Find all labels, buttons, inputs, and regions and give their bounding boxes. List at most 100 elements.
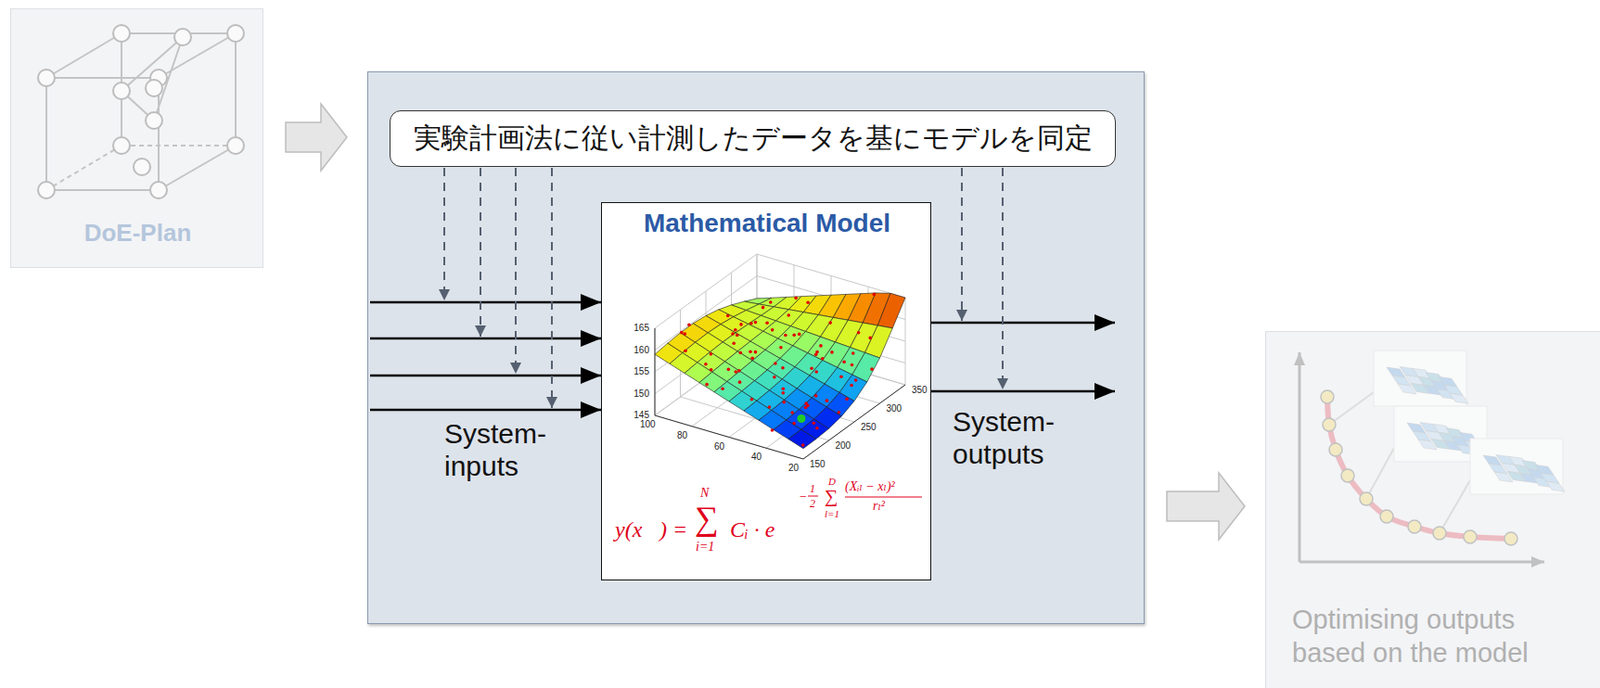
note-text: 実験計画法に従い計測したデータを基にモデルを同定 [413, 119, 1093, 158]
measurement-point [770, 428, 775, 433]
measurement-point [720, 386, 725, 391]
optimum-point [797, 414, 807, 423]
measurement-point [739, 322, 743, 327]
measurement-point [749, 321, 754, 326]
identification-arrow [960, 167, 963, 321]
note-box: 実験計画法に従い計測したデータを基にモデルを同定 [389, 110, 1116, 167]
measurement-point [792, 422, 796, 426]
measurement-point [790, 410, 794, 415]
measurement-point [754, 320, 758, 325]
measurement-point [750, 356, 755, 360]
measurement-point [683, 332, 688, 336]
sum-lower: l=1 [824, 509, 840, 520]
measurement-point [809, 366, 814, 371]
identification-arrow [479, 167, 482, 337]
design-point [38, 69, 55, 87]
measurement-point [704, 362, 708, 367]
measurement-point [814, 394, 819, 398]
pareto-point [1380, 510, 1394, 524]
measurement-point [812, 421, 817, 425]
measurement-point [851, 351, 856, 356]
measurement-point [748, 350, 753, 355]
surface-patch [788, 429, 817, 449]
measurement-point [737, 369, 742, 373]
fraction-den: 2 [809, 498, 816, 510]
measurement-point [792, 333, 796, 338]
x-tick: 20 [788, 463, 799, 474]
identification-arrow [1001, 167, 1004, 390]
fraction-bar [807, 496, 819, 498]
y-tick: 350 [911, 385, 928, 396]
measurement-point [765, 320, 769, 325]
measurement-point [868, 336, 872, 341]
measurement-point [804, 401, 808, 406]
design-point [174, 28, 192, 46]
z-tick: 160 [630, 345, 650, 356]
cube-edge [158, 145, 236, 191]
measurement-point [842, 360, 846, 365]
model-box: Mathematical Model1651601551501451008060… [601, 202, 932, 581]
design-point [113, 25, 130, 42]
pareto-point [1341, 469, 1355, 483]
grid-line [756, 254, 906, 298]
identification-panel: System- inputsSystem- outputs実験計画法に従い計測し… [367, 71, 1145, 625]
x-tick: 40 [751, 452, 762, 462]
measurement-point [849, 384, 854, 388]
measurement-point [797, 332, 802, 337]
identification-arrow [443, 167, 446, 301]
thumbnail-patch [1546, 481, 1565, 492]
identification-arrow [550, 167, 553, 409]
model-title: Mathematical Model [601, 208, 933, 239]
measurement-point [815, 426, 820, 431]
measurement-point [679, 331, 684, 335]
y-axis [1298, 352, 1302, 563]
measurement-point [781, 386, 786, 391]
measurement-point [806, 300, 810, 305]
pareto-point [1320, 390, 1334, 404]
design-point [227, 25, 244, 42]
cube-edge [46, 33, 122, 78]
pareto-point [1408, 520, 1421, 534]
measurement-point [733, 370, 738, 374]
measurement-point [828, 320, 832, 325]
measurement-point [780, 391, 785, 396]
measurement-point [819, 344, 823, 348]
z-tick: 150 [630, 389, 650, 399]
measurement-point [872, 293, 877, 297]
measurement-point [870, 367, 874, 372]
box-title: DoE-Plan [11, 218, 265, 248]
measurement-point [739, 351, 743, 356]
sum-upper: D [828, 476, 836, 487]
leader-line [1329, 392, 1374, 425]
fraction-bar [844, 497, 922, 499]
block-arrow [1166, 473, 1245, 540]
surface-patch [699, 371, 728, 393]
measurement-point [857, 331, 861, 335]
y-tick: 250 [860, 422, 877, 433]
measurement-point [730, 332, 735, 336]
measurement-point [687, 322, 692, 327]
pareto-point [1322, 418, 1336, 432]
measurement-point [733, 328, 738, 333]
pareto-point [1433, 526, 1447, 540]
leader-line [1366, 448, 1395, 500]
outputs-label: System- outputs [952, 405, 1101, 472]
cube-back [121, 33, 236, 146]
pareto-point [1359, 492, 1373, 506]
design-point [150, 181, 167, 199]
measurement-point [731, 342, 736, 346]
measurement-point [781, 400, 786, 405]
measurement-point [804, 406, 808, 410]
grid-line [905, 297, 907, 385]
measurement-point [754, 350, 758, 355]
input-arrow [370, 409, 602, 412]
formula-lhs: y(x⃗) = [614, 518, 688, 541]
design-point [38, 181, 55, 199]
z-tick: 145 [630, 410, 650, 421]
surface-patch [877, 293, 906, 329]
design-point [227, 137, 244, 154]
measurement-point [844, 397, 849, 402]
input-arrow [370, 374, 602, 378]
measurement-point [709, 352, 714, 357]
cube-front [46, 77, 159, 191]
